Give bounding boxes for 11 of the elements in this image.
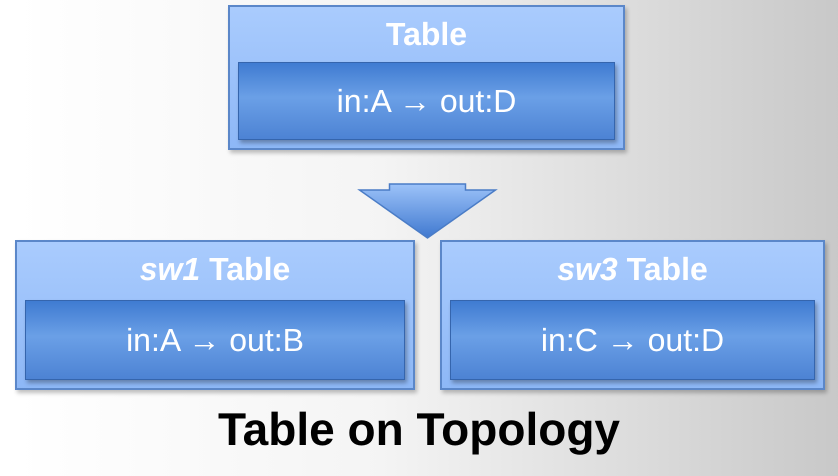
block-arrow <box>357 183 498 239</box>
rule-text: in:A → out:D <box>336 82 516 120</box>
rule-text: in:C → out:D <box>540 322 724 358</box>
table-box <box>228 5 625 150</box>
table-heading: Table <box>384 15 468 53</box>
table-heading: sw1 Table <box>138 250 292 288</box>
table-box <box>15 240 415 390</box>
diagram-title: Table on Topology <box>216 402 622 456</box>
table-heading: sw3 Table <box>556 250 709 288</box>
table-box <box>440 240 825 390</box>
rule-text: in:A → out:B <box>126 322 304 358</box>
